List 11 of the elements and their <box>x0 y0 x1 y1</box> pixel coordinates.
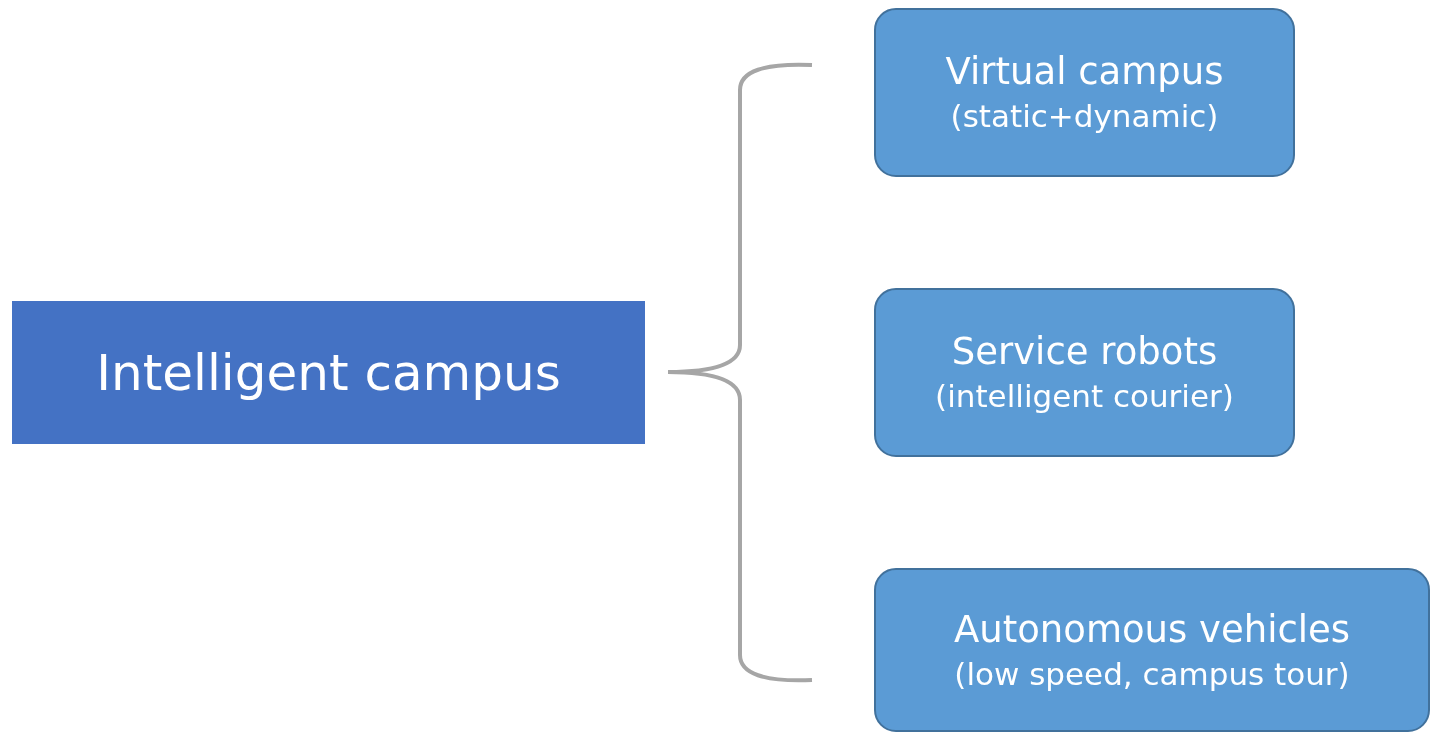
node-title: Autonomous vehicles <box>953 606 1351 653</box>
node-subtitle: (intelligent courier) <box>935 377 1234 417</box>
node-title: Intelligent campus <box>96 343 561 402</box>
rounded-box <box>874 8 1295 177</box>
rounded-box <box>874 288 1295 457</box>
node-subtitle: (static+dynamic) <box>950 97 1219 137</box>
node-title: Virtual campus <box>945 49 1224 96</box>
node-subtitle: (low speed, campus tour) <box>954 654 1350 694</box>
rounded-box <box>874 568 1430 732</box>
node-title: Service robots <box>951 329 1218 376</box>
topic-box <box>12 301 645 444</box>
